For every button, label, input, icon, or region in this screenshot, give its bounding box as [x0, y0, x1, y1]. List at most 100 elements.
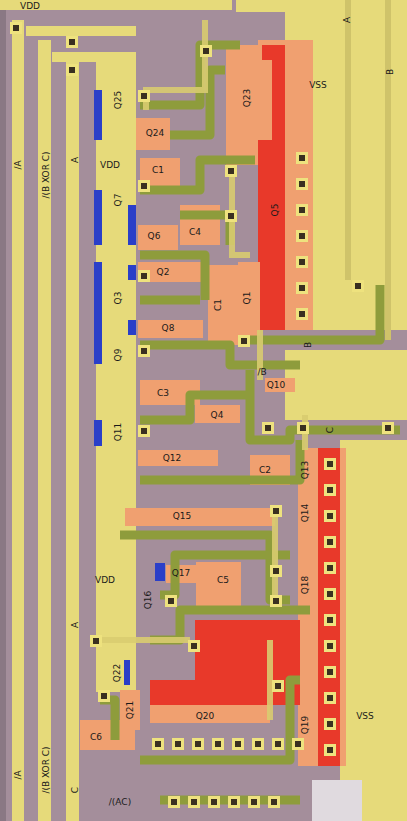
signal-label: B	[386, 69, 395, 75]
via-hole	[265, 425, 271, 431]
signal-label: Q6	[148, 232, 161, 241]
signal-label: Q9	[114, 349, 123, 362]
via-contact	[90, 635, 102, 647]
via-hole	[327, 617, 333, 623]
via-hole	[141, 428, 147, 434]
via-hole	[215, 741, 221, 747]
signal-label: Q10	[267, 381, 286, 390]
signal-label: C	[326, 427, 335, 433]
via-hole	[203, 48, 209, 54]
via-contact	[296, 282, 308, 294]
via-contact	[324, 692, 336, 704]
via-contact	[98, 690, 110, 702]
via-contact	[172, 738, 184, 750]
via-contact	[270, 595, 282, 607]
via-contact	[296, 256, 308, 268]
via-contact	[188, 796, 200, 808]
via-contact	[138, 425, 150, 437]
via-contact	[138, 270, 150, 282]
via-hole	[299, 259, 305, 265]
signal-label: C2	[259, 466, 271, 475]
via-contact	[324, 666, 336, 678]
via-contact	[324, 510, 336, 522]
signal-label: A	[343, 17, 352, 23]
via-contact	[168, 796, 180, 808]
via-contact	[272, 738, 284, 750]
via-hole	[175, 741, 181, 747]
via-contact	[66, 36, 78, 48]
via-hole	[141, 348, 147, 354]
via-contact	[324, 484, 336, 496]
via-hole	[275, 741, 281, 747]
via-hole	[275, 683, 281, 689]
signal-label: VDD	[20, 1, 40, 10]
signal-label: C5	[217, 576, 229, 585]
via-hole	[327, 487, 333, 493]
signal-label: VDD	[100, 161, 120, 170]
via-contact	[324, 536, 336, 548]
signal-label: Q24	[146, 129, 165, 138]
via-contact	[352, 280, 364, 292]
via-hole	[299, 311, 305, 317]
via-hole	[141, 183, 147, 189]
via-contact	[270, 565, 282, 577]
signal-label: B	[304, 342, 313, 348]
via-contact	[138, 90, 150, 102]
via-hole	[191, 643, 197, 649]
via-hole	[191, 799, 197, 805]
via-contact	[262, 422, 274, 434]
via-hole	[273, 568, 279, 574]
via-hole	[101, 693, 107, 699]
via-hole	[195, 741, 201, 747]
via-hole	[295, 741, 301, 747]
via-contact	[324, 458, 336, 470]
via-contact	[165, 595, 177, 607]
signal-label: Q16	[144, 591, 153, 610]
via-contact	[292, 738, 304, 750]
via-hole	[327, 565, 333, 571]
via-hole	[141, 273, 147, 279]
via-contact	[238, 335, 250, 347]
signal-label: Q3	[114, 292, 123, 305]
via-hole	[299, 181, 305, 187]
via-hole	[93, 638, 99, 644]
signal-label: Q11	[114, 423, 123, 442]
via-hole	[271, 799, 277, 805]
via-contact	[228, 796, 240, 808]
via-contact	[225, 210, 237, 222]
via-hole	[168, 598, 174, 604]
via-contact	[296, 230, 308, 242]
signal-label: Q17	[172, 569, 191, 578]
signal-label: Q22	[113, 664, 122, 683]
signal-label: Q7	[114, 194, 123, 207]
via-hole	[273, 508, 279, 514]
signal-label: Q23	[243, 89, 252, 108]
via-contact	[66, 64, 78, 76]
via-contact	[296, 204, 308, 216]
signal-label: Q13	[301, 461, 310, 480]
via-hole	[327, 747, 333, 753]
signal-label: Q20	[196, 712, 215, 721]
via-hole	[327, 643, 333, 649]
via-contact	[152, 738, 164, 750]
signal-label: C4	[189, 228, 201, 237]
via-hole	[299, 207, 305, 213]
via-hole	[327, 721, 333, 727]
via-contact	[248, 796, 260, 808]
signal-label: Q14	[301, 504, 310, 523]
via-contact	[324, 640, 336, 652]
via-hole	[228, 213, 234, 219]
signal-label: VDD	[95, 576, 115, 585]
via-hole	[355, 283, 361, 289]
via-contact	[324, 562, 336, 574]
via-contact	[324, 718, 336, 730]
via-hole	[69, 67, 75, 73]
via-contact	[272, 680, 284, 692]
signal-label: Q15	[173, 512, 192, 521]
via-contact	[200, 45, 212, 57]
via-contact	[270, 505, 282, 517]
signal-label: Q4	[211, 411, 224, 420]
via-hole	[141, 93, 147, 99]
via-contact	[268, 796, 280, 808]
via-contact	[296, 308, 308, 320]
